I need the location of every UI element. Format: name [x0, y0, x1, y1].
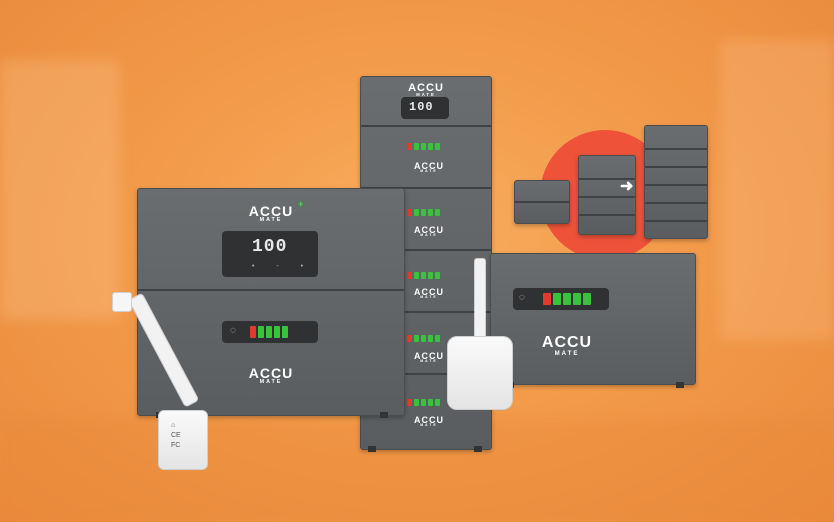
- tower-foot: [474, 446, 482, 452]
- control-dots: • - •: [252, 263, 314, 270]
- battery-level-icon: [407, 209, 440, 216]
- brand-sub: MATE: [259, 217, 283, 223]
- brand-sub: MATE: [420, 233, 438, 237]
- brand-sub: MATE: [416, 92, 436, 97]
- brand-name: ACCU: [248, 203, 294, 219]
- brand-name: ACCU: [248, 365, 294, 381]
- brand-name: ACCU: [414, 287, 444, 297]
- display-screen: 100 • - •: [222, 231, 318, 277]
- brand-sub: MATE: [420, 423, 438, 427]
- battery-level-icon: [543, 293, 591, 305]
- wifi-dongle: [447, 336, 513, 410]
- brand-name: ACCU: [414, 351, 444, 361]
- background-blur: [0, 60, 120, 320]
- mini-unit: [514, 180, 570, 224]
- brand-name: ACCU: [408, 82, 444, 94]
- tower-foot: [368, 446, 376, 452]
- brand-name: ACCU: [414, 225, 444, 235]
- battery-level-icon: [407, 272, 440, 279]
- unit-foot: [676, 382, 684, 388]
- display-value: 100: [409, 100, 434, 114]
- mini-unit: [644, 125, 708, 239]
- display-value: 100: [252, 237, 288, 257]
- background-blur: [720, 40, 834, 340]
- brand-name: ACCU: [414, 161, 444, 171]
- display-screen: 100: [401, 97, 449, 119]
- wifi-dongle-cable: [474, 258, 486, 346]
- arrow-right-icon: ➜: [620, 178, 634, 195]
- battery-indicator-panel: ◌: [513, 288, 609, 310]
- cable-adapter-plug: [112, 292, 132, 312]
- battery-indicator-panel: ◌: [222, 321, 318, 343]
- battery-level-icon: [407, 143, 440, 150]
- brand-sub: MATE: [554, 350, 580, 357]
- battery-level-icon: [407, 335, 440, 342]
- brand-sub: MATE: [420, 169, 438, 173]
- mini-unit: [578, 155, 636, 235]
- brand-sub: MATE: [420, 359, 438, 363]
- battery-level-icon: [250, 326, 288, 338]
- battery-level-icon: [407, 399, 440, 406]
- brand-name: ACCU: [414, 415, 444, 425]
- power-icon: ◌: [519, 292, 525, 303]
- brand-name: ACCU: [541, 334, 593, 351]
- brand-sub: MATE: [259, 379, 283, 385]
- brand-sub: MATE: [420, 295, 438, 299]
- power-icon: ◌: [230, 325, 236, 336]
- unit-foot: [380, 412, 388, 418]
- leaf-plus-icon: +: [298, 199, 304, 209]
